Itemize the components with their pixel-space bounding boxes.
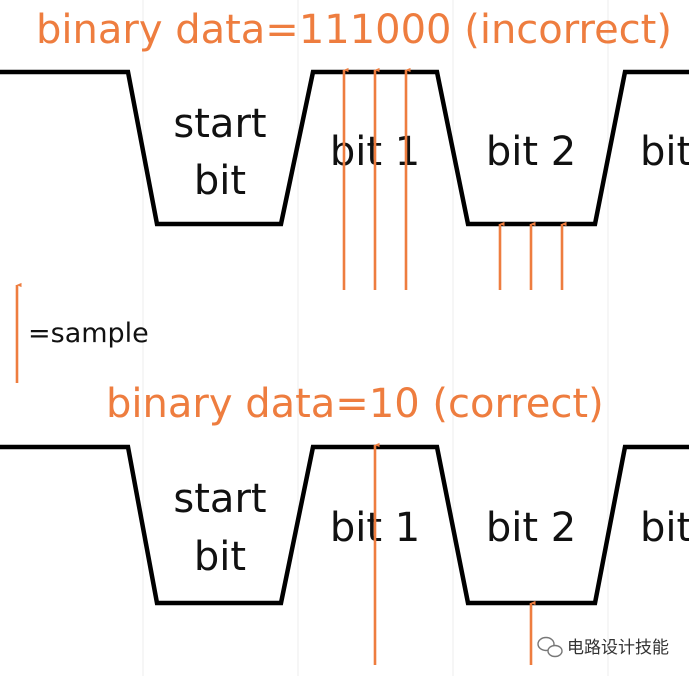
correct-title: binary data=10 (correct) — [106, 381, 604, 427]
watermark-text: 电路设计技能 — [567, 638, 669, 658]
incorrect-bit2-label: bit 2 — [486, 129, 576, 175]
correct-bit2-label: bit 2 — [486, 505, 576, 551]
wechat-icon — [537, 636, 563, 658]
legend-text: =sample — [28, 318, 149, 349]
correct-bit3-label: bit — [640, 505, 689, 551]
incorrect-title: binary data=111000 (incorrect) — [36, 7, 672, 53]
watermark: 电路设计技能 — [537, 636, 669, 658]
incorrect-diagram: binary data=111000 (incorrect) start bit… — [0, 7, 689, 290]
background-grid — [142, 0, 609, 676]
legend: =sample — [15, 285, 149, 383]
incorrect-bit3-label: bit — [640, 129, 689, 175]
incorrect-start-label-line1: start — [173, 101, 266, 147]
correct-diagram: binary data=10 (correct) start bit bit 1… — [0, 381, 689, 665]
correct-start-label-line2: bit — [194, 534, 246, 580]
correct-start-label-line1: start — [173, 476, 266, 522]
incorrect-start-label-line2: bit — [194, 158, 246, 204]
